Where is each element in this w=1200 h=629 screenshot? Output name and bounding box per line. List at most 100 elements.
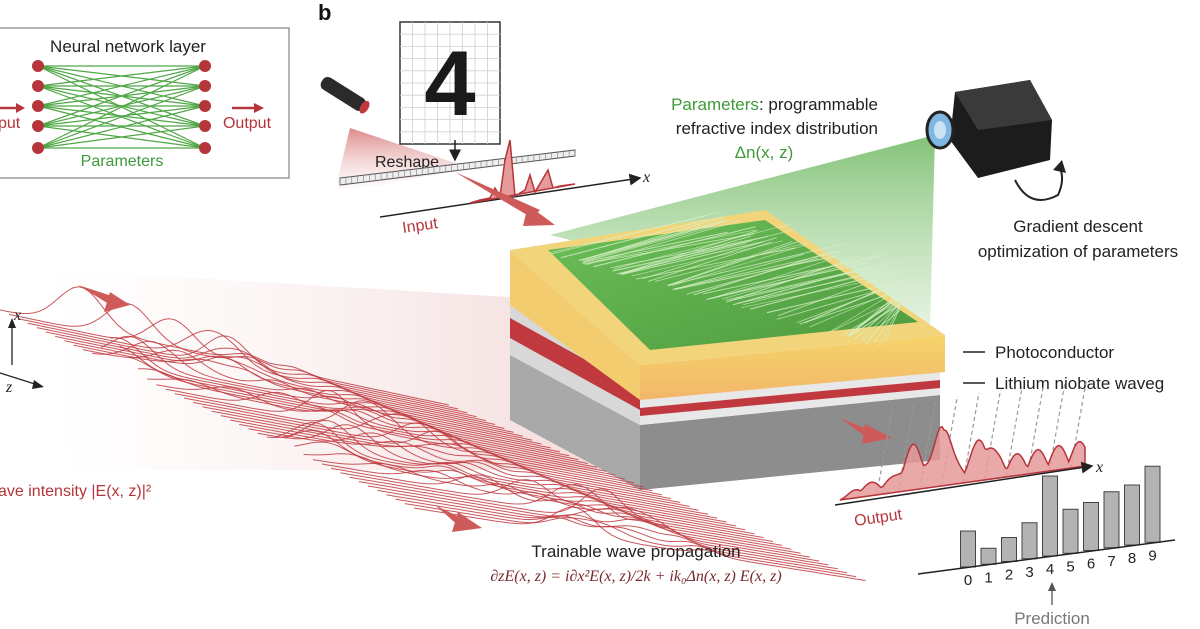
parameters-line-1: Parameters: programmable	[671, 95, 878, 114]
prediction-label: Prediction	[1014, 609, 1090, 628]
nn-input-label: put	[0, 115, 21, 132]
histogram-tick-label: 5	[1066, 558, 1074, 575]
nn-output-node	[199, 80, 211, 92]
index-streak	[620, 229, 794, 275]
nn-input-node	[32, 60, 44, 72]
wave-trace	[27, 322, 477, 418]
output-flow-arrowhead	[862, 424, 892, 444]
wave-entry-arrowhead	[104, 292, 130, 312]
wave-trace	[128, 356, 579, 461]
photoconductor-label: Photoconductor	[995, 343, 1114, 362]
index-streak	[703, 255, 882, 295]
index-streak	[578, 219, 726, 261]
index-streak	[711, 258, 832, 299]
panel-b-letter: b	[318, 0, 331, 25]
nn-connection	[37, 65, 206, 87]
output-x-label: x	[1095, 459, 1103, 476]
index-streak	[667, 241, 793, 286]
wave-trace	[377, 489, 829, 566]
chip-substrate-front	[640, 395, 940, 490]
gradient-line-1: Gradient descent	[1013, 217, 1143, 236]
index-streak	[583, 233, 755, 265]
wave-trace	[183, 397, 635, 484]
nn-connection	[37, 85, 206, 149]
rotation-arrowhead	[1053, 160, 1066, 173]
index-streak	[878, 305, 901, 347]
panel-a: Neural network layer put Output Paramete…	[0, 27, 290, 179]
index-streak	[725, 260, 899, 301]
index-streak	[799, 290, 901, 325]
input-intensity-curve	[469, 139, 576, 204]
photoconductor-front	[640, 335, 945, 400]
index-streak	[860, 302, 901, 341]
histogram-bar	[1001, 537, 1017, 562]
nn-input-node	[32, 100, 44, 112]
histogram-bar	[1124, 484, 1140, 546]
gradient-line-2: optimization of parameters	[978, 242, 1178, 261]
histogram-tick-label: 8	[1128, 550, 1136, 567]
nn-connection	[37, 85, 206, 127]
index-streak	[593, 226, 756, 268]
parameters-line-3: Δn(x, z)	[735, 143, 794, 162]
wave-trace	[257, 424, 709, 515]
index-streak	[582, 231, 728, 263]
digit-glyph: 4	[424, 33, 475, 135]
index-streak	[668, 241, 799, 286]
histogram-tick-label: 4	[1046, 561, 1054, 578]
index-streak	[667, 242, 847, 286]
wave-z-axis	[0, 372, 39, 386]
wave-trace	[395, 498, 848, 574]
pixel-strip-cells	[339, 150, 576, 185]
output-label: Output	[853, 506, 903, 530]
nn-output-node	[199, 100, 211, 112]
parameters-rest: : programmable	[759, 95, 878, 114]
reshape-label: Reshape	[375, 154, 439, 171]
nn-output-node	[199, 60, 211, 72]
rotation-arrow	[1014, 167, 1064, 201]
chip-block	[510, 210, 945, 490]
wave-z-arrowhead	[32, 380, 44, 389]
laser-body	[320, 77, 366, 111]
detector-guide	[876, 404, 894, 496]
index-streak	[865, 302, 901, 345]
wave-trace	[211, 410, 662, 496]
nn-connections	[37, 65, 206, 149]
wave-trace	[404, 503, 857, 578]
wave-trace	[321, 463, 773, 542]
wave-field-projection	[60, 270, 640, 470]
nn-output-node	[199, 142, 211, 154]
wave-trace	[18, 318, 468, 414]
wave-trace	[110, 337, 560, 453]
index-streak	[551, 211, 722, 255]
wave-intensity-traces	[0, 286, 866, 581]
wave-z-label: z	[5, 379, 13, 396]
propagation-equation: ∂zE(x, z) = i∂x²E(x, z)/2k + ik₀Δn(x, z)…	[490, 568, 781, 585]
index-streak	[560, 218, 709, 259]
histogram-bar	[1083, 502, 1099, 551]
nn-connection	[37, 105, 206, 127]
detector-guide	[962, 392, 980, 484]
histogram-tick-label: 6	[1087, 556, 1095, 573]
histogram-tick-label: 0	[964, 572, 972, 589]
waveguide-label: Lithium niobate waveg	[995, 374, 1164, 393]
index-streak	[672, 251, 841, 290]
nn-output-arrowhead	[254, 103, 264, 113]
histogram-bar	[1144, 465, 1161, 543]
index-streak	[741, 276, 891, 309]
nn-input-arrowhead	[16, 103, 25, 113]
index-pattern-strokes	[550, 211, 901, 347]
index-streak	[750, 270, 894, 310]
wave-exit-arrowhead	[452, 512, 482, 532]
wave-trace	[100, 335, 551, 449]
input-spectrum: x Input	[379, 139, 650, 237]
wave-trace	[312, 459, 764, 539]
output-spectrum: x Output	[834, 377, 1103, 530]
wave-trace	[156, 384, 607, 472]
index-streak	[854, 298, 901, 340]
wave-field: x z ave intensity |E(x, z)|²	[0, 285, 866, 581]
nn-nodes	[32, 60, 211, 154]
laser-tip	[359, 100, 370, 114]
index-streak	[848, 291, 901, 336]
